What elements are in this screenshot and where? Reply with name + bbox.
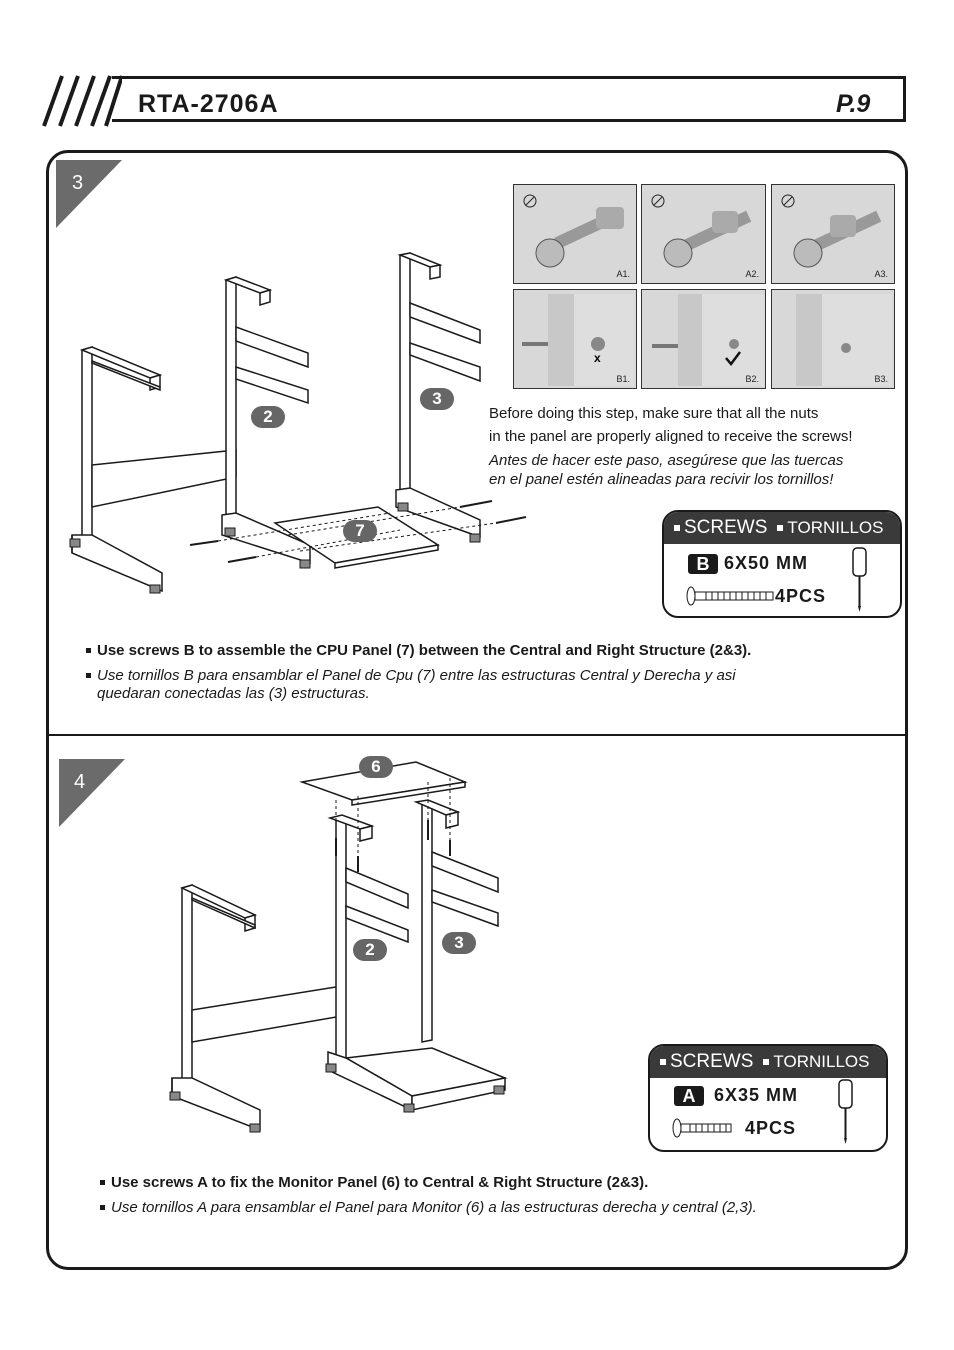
page-number: P.9 [836,90,871,118]
short-screw-icon [672,1118,732,1138]
step4-callout-part-2: 2 [353,939,387,961]
cam-bolt-icon [781,194,882,268]
panel-nut-icon [796,294,892,386]
step3-corner-tab [56,160,122,228]
step4-number: 4 [74,771,86,793]
step3-note-es-line1: Antes de hacer este paso, asegúrese que … [489,452,844,469]
screwdriver-icon [852,547,867,612]
step3-callout-part-3: 3 [420,388,454,410]
step3-instruction-en: Use screws B to assemble the CPU Panel (… [86,641,751,660]
step4-assembly-illustration [169,761,508,1133]
cam-bolt-icon [523,194,624,268]
panel-nut-icon [652,294,764,386]
step3-instruction-es-line1: Use tornillos B para ensamblar el Panel … [86,666,736,685]
step3-callout-part-2: 2 [251,406,285,428]
panel-nut-icon: x [522,294,634,386]
screws-box-header: SCREWS TORNILLOS [664,512,900,544]
step4-corner-tab [59,759,125,827]
screw-quantity: 4PCS [745,1118,797,1138]
step-divider [46,734,908,736]
step3-callout-part-7: 7 [343,520,377,542]
screw-code-badge: A [674,1086,704,1106]
screw-size: 6X50 MM [724,553,809,573]
header-stripes [42,75,122,127]
photo-a3: A3. [771,184,895,284]
screw-code-badge: B [688,554,718,574]
photo-a2: A2. [641,184,766,284]
step3-instruction-es-line2: quedaran conectadas las (3) estructuras. [97,685,370,702]
step3-assembly-illustration [69,252,527,594]
step3-note-en-line2: in the panel are properly aligned to rec… [489,428,853,445]
screwdriver-icon [838,1079,853,1144]
step4-callout-part-6: 6 [359,756,393,778]
screw-size: 6X35 MM [714,1085,799,1105]
step3-number: 3 [72,172,84,194]
photo-b1: x B1. [513,289,637,389]
page-title: RTA-2706A [138,90,279,118]
step3-note-es-line2: en el panel estén alineadas para recivir… [489,471,834,488]
header-bar [112,76,906,122]
step4-instruction-en: Use screws A to fix the Monitor Panel (6… [100,1173,648,1192]
long-screw-icon [686,586,774,606]
cam-bolt-icon [651,194,752,268]
step4-callout-part-3: 3 [442,932,476,954]
svg-text:x: x [594,351,601,365]
step4-instruction-es: Use tornillos A para ensamblar el Panel … [100,1198,757,1217]
screws-box-header: SCREWS TORNILLOS [650,1046,886,1078]
photo-b3: B3. [771,289,895,389]
screw-quantity: 4PCS [775,586,827,606]
photo-b2: B2. [641,289,766,389]
step3-note-en-line1: Before doing this step, make sure that a… [489,405,819,422]
steps-frame [46,150,908,1270]
photo-a1: A1. [513,184,637,284]
